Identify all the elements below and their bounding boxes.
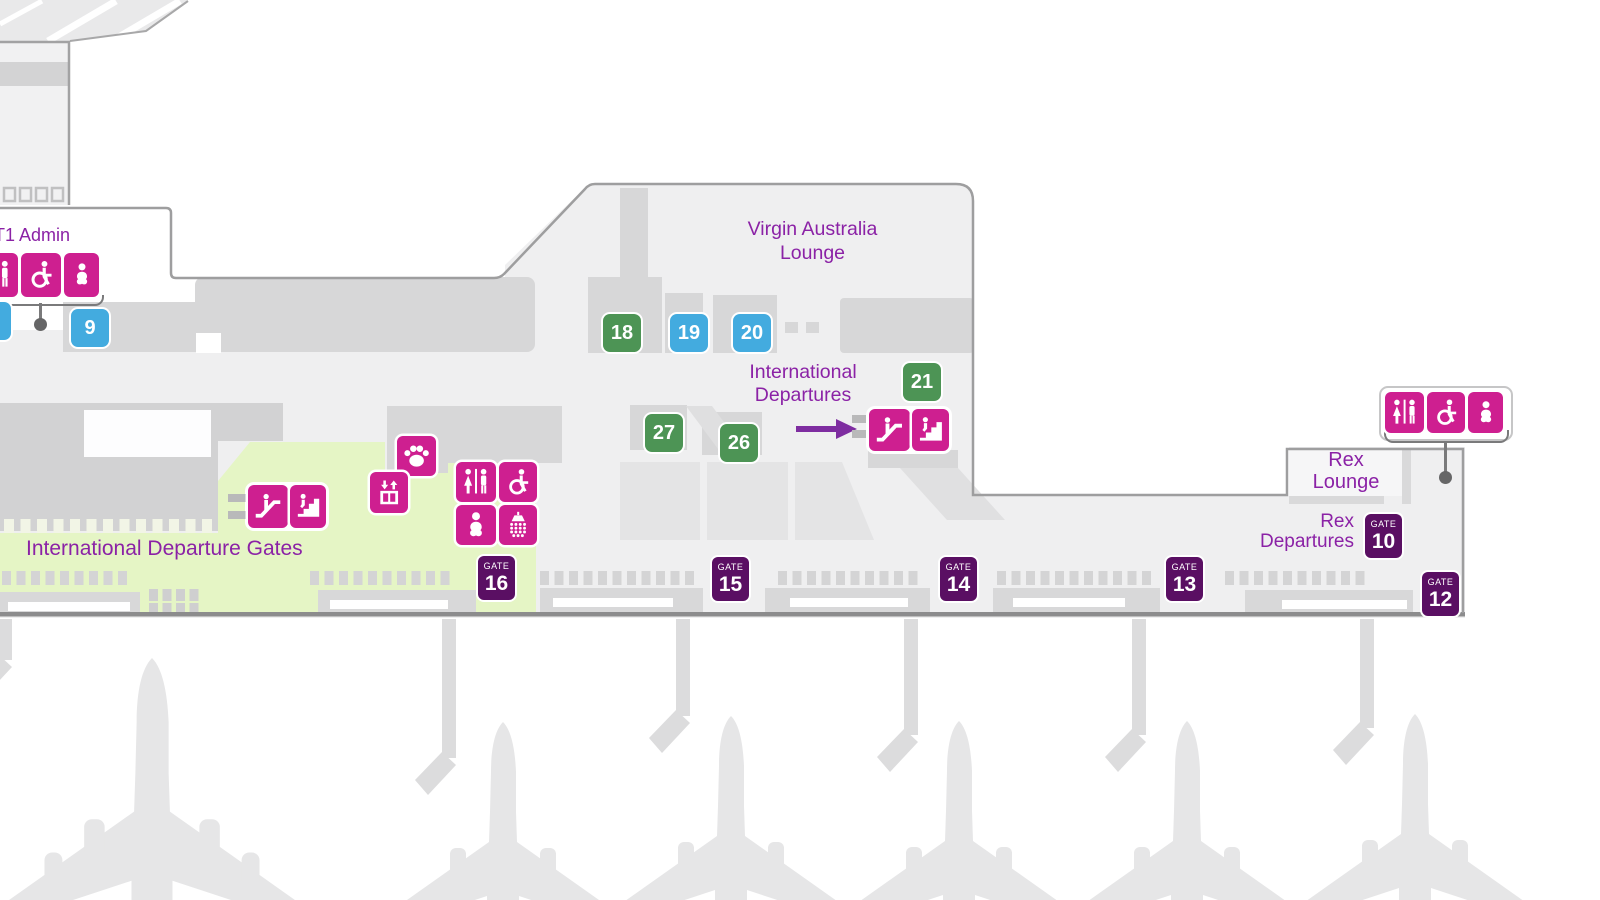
rex-amenities-connector-stem: [1444, 441, 1447, 473]
accessible-icon[interactable]: [21, 253, 61, 297]
baby-change-icon[interactable]: [1468, 392, 1503, 433]
gate-number: 15: [718, 573, 743, 596]
gate-number: 10: [1371, 530, 1396, 553]
baby-change-icon[interactable]: [456, 505, 496, 545]
gate-word: GATE: [1171, 562, 1198, 572]
room-notch: [84, 410, 211, 457]
t1-amenities-connector-dot: [34, 318, 47, 331]
gate-word: GATE: [1427, 577, 1454, 587]
t1-amenities-connector-stem: [39, 303, 42, 320]
gate-marker-20[interactable]: 20: [733, 314, 771, 352]
rex-amenities-connector-dot: [1439, 471, 1452, 484]
toilets-icon[interactable]: [0, 253, 18, 297]
departures-arrow: [796, 419, 857, 439]
toilets-icon[interactable]: [456, 462, 496, 502]
paw-icon[interactable]: [397, 436, 436, 476]
gate-number: 14: [946, 573, 971, 596]
gate-marker-26[interactable]: 26: [720, 424, 758, 462]
stairs-icon[interactable]: [912, 409, 949, 451]
escalator-icon[interactable]: [869, 409, 910, 451]
gate-number: 13: [1172, 573, 1197, 596]
gate-marker-19[interactable]: 19: [670, 314, 708, 352]
door-bar: [852, 430, 866, 438]
gate-word: GATE: [1370, 519, 1397, 529]
shower-icon[interactable]: [499, 505, 537, 545]
gate-word: GATE: [483, 561, 510, 571]
stairs-icon[interactable]: [290, 485, 326, 528]
gate-marker-21[interactable]: 21: [903, 363, 941, 401]
gate-marker-27[interactable]: 27: [645, 414, 683, 452]
accessible-icon[interactable]: [1427, 392, 1465, 433]
gate-number: 16: [484, 572, 509, 595]
gate-number: 12: [1428, 588, 1453, 611]
terminal-outline: [0, 182, 1465, 613]
rex-lounge-room: [1289, 449, 1411, 504]
gate-word: GATE: [717, 562, 744, 572]
gate-word: GATE: [945, 562, 972, 572]
gate-marker-18[interactable]: 18: [603, 314, 641, 352]
benches: [0, 588, 1413, 616]
door-bar: [852, 415, 866, 423]
t1-amenities-connector-bracket: [0, 295, 104, 306]
gate-marker-partial[interactable]: [0, 302, 11, 340]
gate-marker-9[interactable]: 9: [71, 309, 109, 347]
escalator-icon[interactable]: [248, 485, 288, 528]
annex-building: [0, 40, 71, 205]
toilets-icon[interactable]: [1385, 392, 1424, 433]
door-bar: [228, 511, 246, 519]
lift-icon[interactable]: [370, 472, 408, 513]
jet-bridges: [0, 619, 1374, 795]
roof-canopy: [0, 0, 189, 45]
baby-change-icon[interactable]: [64, 253, 99, 297]
block-notch: [196, 333, 221, 353]
aircraft-silhouettes: [9, 658, 1523, 900]
window-dashes: [2, 571, 1365, 615]
wall-block-left: [0, 403, 283, 531]
terminal-edge-line: [0, 612, 1465, 617]
rex-amenities-connector-bracket: [1384, 430, 1509, 443]
wall-windows: [4, 519, 212, 533]
door-bar: [228, 494, 246, 502]
accessible-icon[interactable]: [499, 462, 537, 502]
